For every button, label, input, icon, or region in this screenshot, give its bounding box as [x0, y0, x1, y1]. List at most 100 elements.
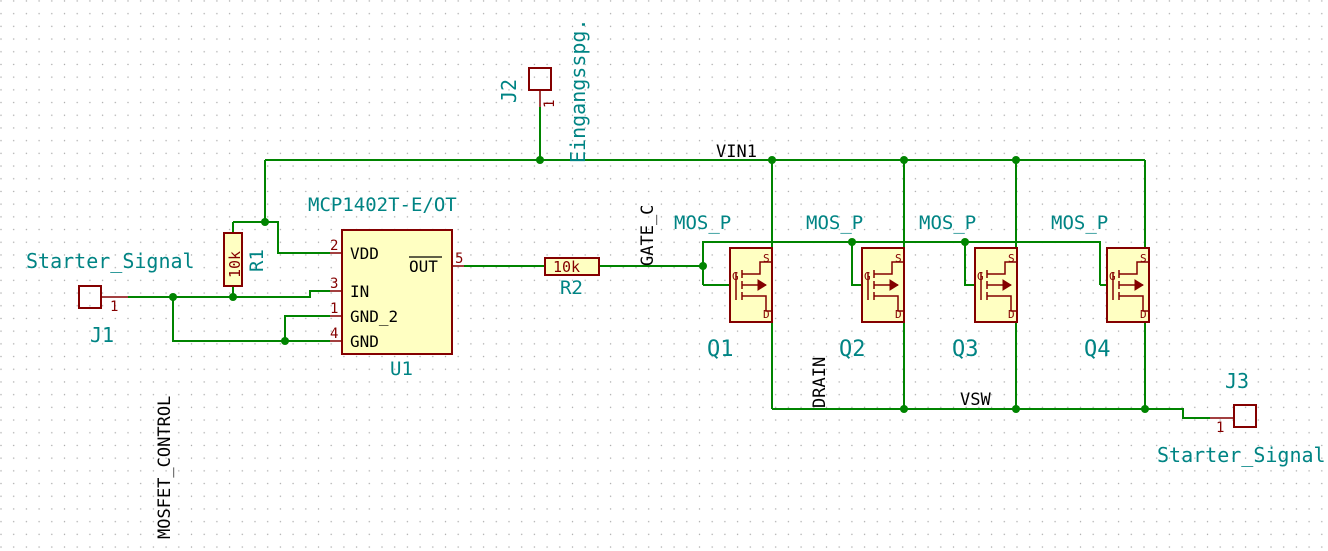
junction-dot: [1141, 405, 1149, 413]
junction-dot: [536, 156, 544, 164]
mosfet-drain-letter: D: [763, 308, 770, 321]
ic-u1-pin-name: VDD: [350, 244, 379, 263]
mosfet-source-lead: [742, 261, 772, 275]
mosfet-ref: Q3: [952, 337, 979, 362]
mosfet-arrow-icon: [757, 279, 767, 291]
mosfet-value: MOS_P: [674, 212, 731, 234]
connector-j1[interactable]: 1 Starter_Signal J1: [26, 249, 195, 347]
wire-gnd2: [284, 315, 330, 341]
ic-u1-ref: U1: [390, 358, 413, 380]
resistor-r1[interactable]: 10k R1: [223, 232, 268, 287]
junction-dot: [699, 262, 707, 270]
wire-j1-in: [128, 290, 330, 298]
mosfet-source-lead: [874, 261, 904, 275]
junction-dot: [848, 238, 856, 246]
wire-gate-q2: [851, 242, 862, 286]
junctions: [169, 156, 1149, 413]
mosfet-ref: Q2: [839, 337, 866, 362]
mosfet-gate-letter: G: [977, 270, 984, 283]
junction-dot: [900, 405, 908, 413]
junction-dot: [961, 238, 969, 246]
connector-j2-value: Eingangsspg.: [566, 19, 590, 164]
junction-dot: [900, 156, 908, 164]
mosfet-gate-letter: G: [1109, 270, 1116, 283]
resistor-r1-value: 10k: [226, 251, 244, 278]
net-label-control: MOSFET_CONTROL: [155, 396, 175, 539]
resistor-r2[interactable]: 10k R2: [544, 257, 600, 299]
wire-vdd: [233, 221, 330, 254]
resistor-r2-body: [544, 257, 600, 276]
net-labels: VIN1 GATE_C DRAIN VSW MOSFET_CONTROL: [155, 142, 991, 539]
wire-control: [172, 297, 330, 342]
net-label-vsw: VSW: [960, 390, 991, 410]
ic-u1[interactable]: 2 3 1 4 5 VDD IN GND_2 GND OUT MCP1402T-…: [308, 194, 464, 380]
junction-dot: [1012, 405, 1020, 413]
net-label-gate: GATE_C: [638, 205, 658, 266]
ic-u1-pin-name: GND: [350, 332, 379, 351]
connector-j3-pin-number: 1: [1216, 420, 1224, 436]
mosfet-value: MOS_P: [1051, 212, 1108, 234]
ic-u1-pin-name: IN: [350, 282, 369, 301]
net-label-drain: DRAIN: [810, 357, 830, 408]
wire-gate-q3: [964, 242, 975, 286]
mosfet-drain-lead: [1119, 295, 1149, 312]
ic-u1-pin-number: 4: [330, 326, 338, 342]
junction-dot: [261, 218, 269, 226]
ic-u1-pin-number: 1: [330, 301, 338, 317]
connector-j1-ref: J1: [90, 323, 114, 347]
junction-dot: [768, 156, 776, 164]
connector-j3[interactable]: 1 J3 Starter_Signal: [1157, 369, 1326, 467]
mosfet-source-letter: S: [1140, 252, 1147, 265]
net-label-vin: VIN1: [716, 142, 757, 162]
ic-u1-pin-name: GND_2: [350, 307, 398, 326]
junction-dot: [169, 293, 177, 301]
mosfet-source-letter: S: [895, 252, 902, 265]
connector-j3-value: Starter_Signal: [1157, 443, 1326, 467]
connector-j1-pin-number: 1: [110, 299, 118, 315]
resistor-r2-ref: R2: [560, 277, 583, 299]
mosfet-arrow-icon: [1134, 279, 1144, 291]
mosfet-source-lead: [987, 261, 1017, 275]
mosfet-q4[interactable]: G S D MOS_P Q4: [1051, 212, 1150, 362]
connector-j3-ref: J3: [1225, 369, 1249, 393]
ic-u1-body: [341, 229, 453, 355]
mosfet-source-letter: S: [1008, 252, 1015, 265]
ic-u1-value: MCP1402T-E/OT: [308, 194, 457, 216]
junction-dot: [229, 293, 237, 301]
mosfet-gate-letter: G: [732, 270, 739, 283]
mosfet-value: MOS_P: [806, 212, 863, 234]
mosfet-arrow-icon: [1002, 279, 1012, 291]
mosfet-drain-letter: D: [1140, 308, 1147, 321]
mosfet-q1[interactable]: G S D MOS_P Q1: [674, 212, 773, 362]
mosfet-q2[interactable]: G S D MOS_P Q2: [806, 212, 905, 362]
ic-u1-pin-number: 3: [330, 276, 338, 292]
connector-j3-body: [1233, 404, 1257, 428]
resistor-r2-value: 10k: [553, 258, 580, 276]
mosfet-ref: Q4: [1084, 337, 1111, 362]
mosfet-gate-letter: G: [864, 270, 871, 283]
resistor-r1-ref: R1: [246, 249, 268, 272]
wire-vsw-rail: [772, 408, 1210, 419]
mosfet-source-letter: S: [763, 252, 770, 265]
connector-j2[interactable]: 1 J2 Eingangsspg.: [497, 19, 590, 164]
mosfet-ref: Q1: [707, 337, 734, 362]
resistor-r1-body: [223, 232, 243, 287]
ic-u1-pin-name: OUT: [409, 257, 438, 276]
ic-u1-pin-number: 5: [455, 251, 463, 267]
ic-u1-pin-number: 2: [330, 238, 338, 254]
junction-dot: [1012, 156, 1020, 164]
mosfet-value: MOS_P: [919, 212, 976, 234]
mosfet-drain-lead: [742, 295, 772, 312]
junction-dot: [281, 337, 289, 345]
wires: [128, 107, 1210, 419]
mosfet-source-lead: [1119, 261, 1149, 275]
connector-j2-pin-number: 1: [542, 100, 558, 108]
mosfet-drain-letter: D: [895, 308, 902, 321]
connector-j2-ref: J2: [497, 79, 521, 103]
mosfet-drain-lead: [874, 295, 904, 312]
mosfet-drain-lead: [987, 295, 1017, 312]
mosfet-arrow-icon: [889, 279, 899, 291]
